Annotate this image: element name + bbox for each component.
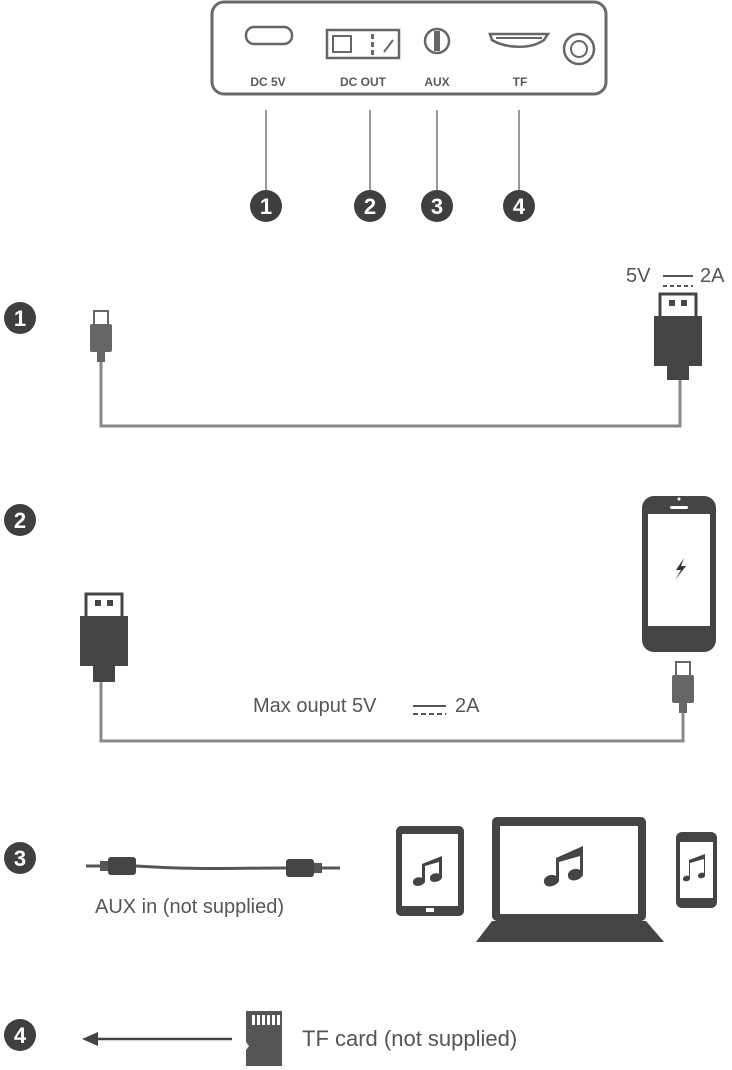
tablet-icon (396, 826, 464, 916)
device-panel: DC 5V DC OUT AUX TF (210, 0, 608, 96)
svg-text:4: 4 (14, 1023, 27, 1048)
usb-a-plug-icon-2 (80, 592, 128, 682)
tf-card-icon (246, 1011, 282, 1066)
port-label-dc5v: DC 5V (250, 75, 285, 89)
svg-text:3: 3 (431, 194, 443, 219)
usb-c-plug-icon (90, 310, 112, 362)
port-label-aux: AUX (424, 75, 449, 89)
svg-text:3: 3 (14, 846, 26, 871)
svg-text:1: 1 (14, 306, 26, 331)
dc-symbol-icon-2 (413, 705, 446, 715)
port-label-dcout: DC OUT (340, 75, 387, 89)
music-note-icon (412, 856, 442, 886)
port-leaders (265, 110, 520, 190)
dc5v-port-icon (244, 25, 294, 46)
section-2-badge: 2 (4, 504, 36, 536)
aux-port-icon (423, 27, 451, 55)
music-note-icon-2 (543, 846, 583, 887)
port-label-tf: TF (513, 75, 528, 89)
phone-icon-2 (676, 832, 717, 908)
max-output-label: Max ouput 5V (253, 695, 377, 717)
svg-text:4: 4 (513, 194, 526, 219)
aux-caption: AUX in (not supplied) (95, 896, 284, 918)
rating-voltage: 5V (626, 265, 651, 287)
dcout-port-icon (325, 28, 401, 60)
port-badge-4: 4 (503, 190, 535, 222)
lightning-bolt-icon (675, 558, 686, 580)
port-badge-2: 2 (354, 190, 386, 222)
insert-arrow-icon (82, 1032, 232, 1046)
tf-caption: TF card (not supplied) (302, 1026, 517, 1051)
max-output-current: 2A (455, 695, 480, 717)
svg-text:2: 2 (364, 194, 376, 219)
usb-a-plug-icon (654, 292, 702, 380)
port-badge-1: 1 (250, 190, 282, 222)
cable-1 (99, 362, 682, 428)
port-badge-3: 3 (421, 190, 453, 222)
rating-current: 2A (700, 265, 725, 287)
section-4-badge: 4 (4, 1019, 36, 1051)
dc-symbol-icon (663, 275, 693, 287)
section-1-badge: 1 (4, 302, 36, 334)
power-button-icon (562, 32, 596, 66)
tf-slot-icon (488, 32, 551, 48)
cable-2 (99, 682, 685, 743)
svg-text:1: 1 (260, 194, 272, 219)
phone-icon (642, 496, 716, 652)
music-note-icon-3 (683, 854, 705, 882)
section-3-badge: 3 (4, 842, 36, 874)
aux-cable-icon (86, 857, 340, 877)
laptop-icon (476, 817, 664, 942)
svg-text:2: 2 (14, 508, 26, 533)
usb-c-plug-icon-2 (672, 661, 694, 713)
